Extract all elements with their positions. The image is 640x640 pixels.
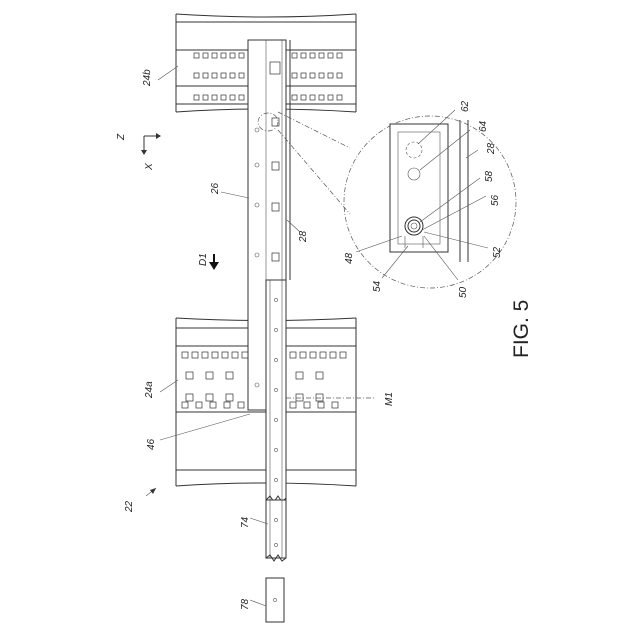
- label-d1: D1: [198, 253, 209, 266]
- label-48: 48: [344, 252, 355, 264]
- figure-title: FIG. 5: [510, 300, 533, 358]
- axis-indicator: [141, 133, 161, 155]
- reference-labels: 24b Z X 26 28 D1 24a 46 M1 22 74 78 62 6…: [116, 69, 533, 610]
- label-46: 46: [146, 438, 157, 450]
- label-58: 58: [484, 170, 495, 182]
- label-22: 22: [124, 500, 135, 513]
- label-28: 28: [298, 230, 309, 243]
- label-74: 74: [240, 516, 251, 528]
- label-26: 26: [210, 182, 221, 195]
- slider-assembly: [266, 280, 286, 622]
- label-axis-z: Z: [116, 133, 127, 141]
- label-64: 64: [478, 120, 489, 132]
- detail-callout: [258, 110, 516, 288]
- label-axis-x: X: [144, 163, 155, 171]
- label-24a: 24a: [144, 381, 155, 399]
- label-54: 54: [372, 280, 383, 292]
- label-28-detail: 28: [486, 142, 497, 155]
- member-28: [286, 40, 290, 280]
- label-78: 78: [240, 598, 251, 610]
- label-62: 62: [460, 100, 471, 112]
- label-52: 52: [492, 246, 503, 258]
- label-56: 56: [490, 194, 501, 206]
- label-m1: M1: [384, 392, 395, 406]
- label-24b: 24b: [142, 69, 153, 87]
- label-50: 50: [458, 286, 469, 298]
- direction-arrow-d1: [209, 254, 219, 270]
